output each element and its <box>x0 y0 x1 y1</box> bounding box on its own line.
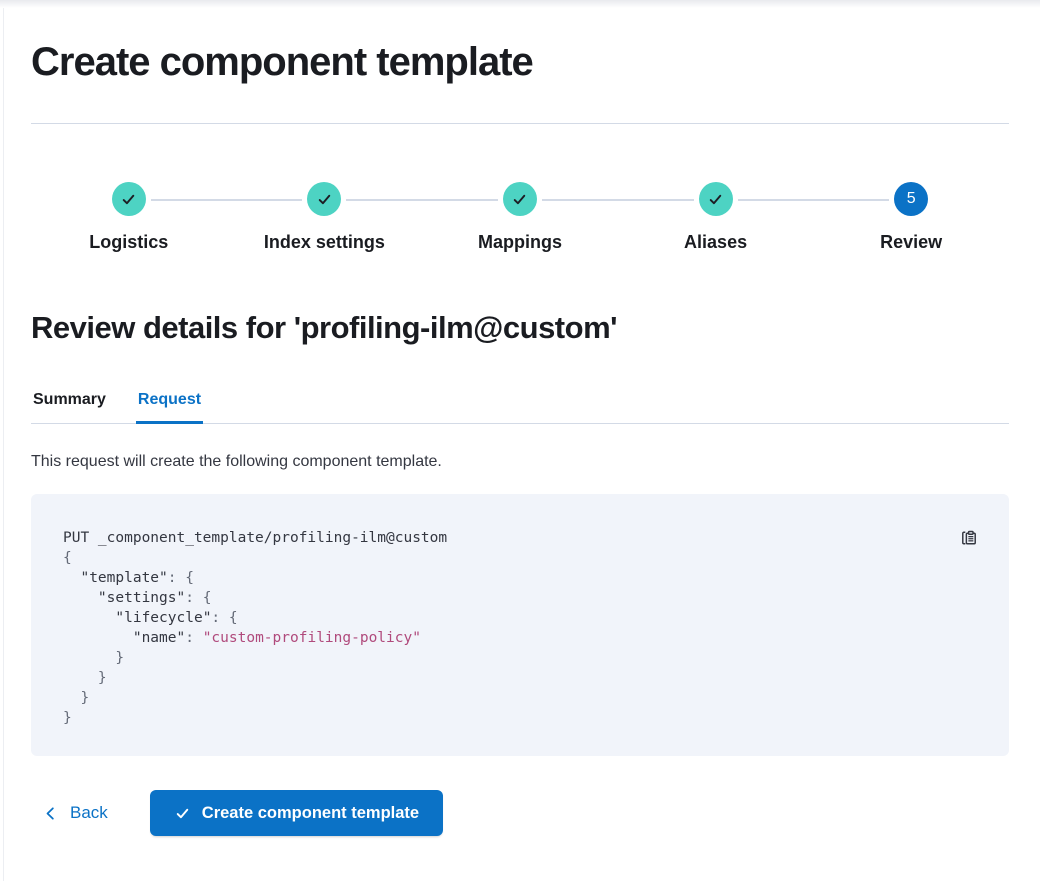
create-component-template-label: Create component template <box>201 803 420 822</box>
create-component-template-page: Create component template Logistics Inde… <box>0 8 1040 836</box>
step-label: Index settings <box>263 232 385 252</box>
step-mappings[interactable]: Mappings <box>346 182 618 253</box>
review-tabs: Summary Request <box>31 391 1009 424</box>
back-button-label: Back <box>70 803 108 822</box>
step-label: Logistics <box>89 232 169 252</box>
window-top-edge <box>0 0 1040 8</box>
tab-request[interactable]: Request <box>135 391 204 424</box>
page-title: Create component template <box>31 40 534 84</box>
tab-summary[interactable]: Summary <box>31 391 108 423</box>
code-line: } <box>63 690 90 706</box>
title-divider <box>31 123 1009 124</box>
code-line: "template": { <box>80 570 194 586</box>
step-review-current[interactable]: 5 Review <box>737 182 1009 253</box>
step-label: Mappings <box>477 232 562 252</box>
code-line: { <box>63 550 72 566</box>
step-aliases[interactable]: Aliases <box>542 182 814 253</box>
code-line: "name": "custom-profiling-policy" <box>132 630 421 646</box>
step-complete-check-icon <box>111 182 146 216</box>
code-line: PUT _component_template/profiling-ilm@cu… <box>63 530 448 546</box>
back-button[interactable]: Back <box>31 790 120 836</box>
review-heading: Review details for 'profiling-ilm@custom… <box>31 310 618 345</box>
step-logistics[interactable]: Logistics <box>31 182 227 253</box>
step-number-badge: 5 <box>894 182 929 216</box>
code-line: "lifecycle": { <box>115 610 238 626</box>
step-label: Review <box>880 232 943 252</box>
code-line: } <box>63 710 72 726</box>
step-progress-bar: Logistics Index settings Mappings Aliase… <box>31 182 1009 253</box>
window-left-edge <box>3 8 4 881</box>
step-complete-check-icon <box>502 182 537 216</box>
step-label: Aliases <box>684 232 748 252</box>
footer-actions: Back Create component template <box>31 790 1009 836</box>
step-index-settings[interactable]: Index settings <box>150 182 423 253</box>
code-line: "settings": { <box>97 590 212 606</box>
code-line: } <box>63 650 125 666</box>
request-description: This request will create the following c… <box>31 453 442 470</box>
step-complete-check-icon <box>698 182 733 216</box>
code-line: } <box>63 670 107 686</box>
check-icon <box>174 805 191 822</box>
create-component-template-button[interactable]: Create component template <box>149 790 444 836</box>
code-content: PUT _component_template/profiling-ilm@cu… <box>63 528 977 728</box>
chevron-left-icon <box>43 806 58 821</box>
copy-clipboard-icon[interactable] <box>957 526 981 550</box>
step-complete-check-icon <box>307 182 342 216</box>
request-code-block: PUT _component_template/profiling-ilm@cu… <box>31 494 1009 756</box>
